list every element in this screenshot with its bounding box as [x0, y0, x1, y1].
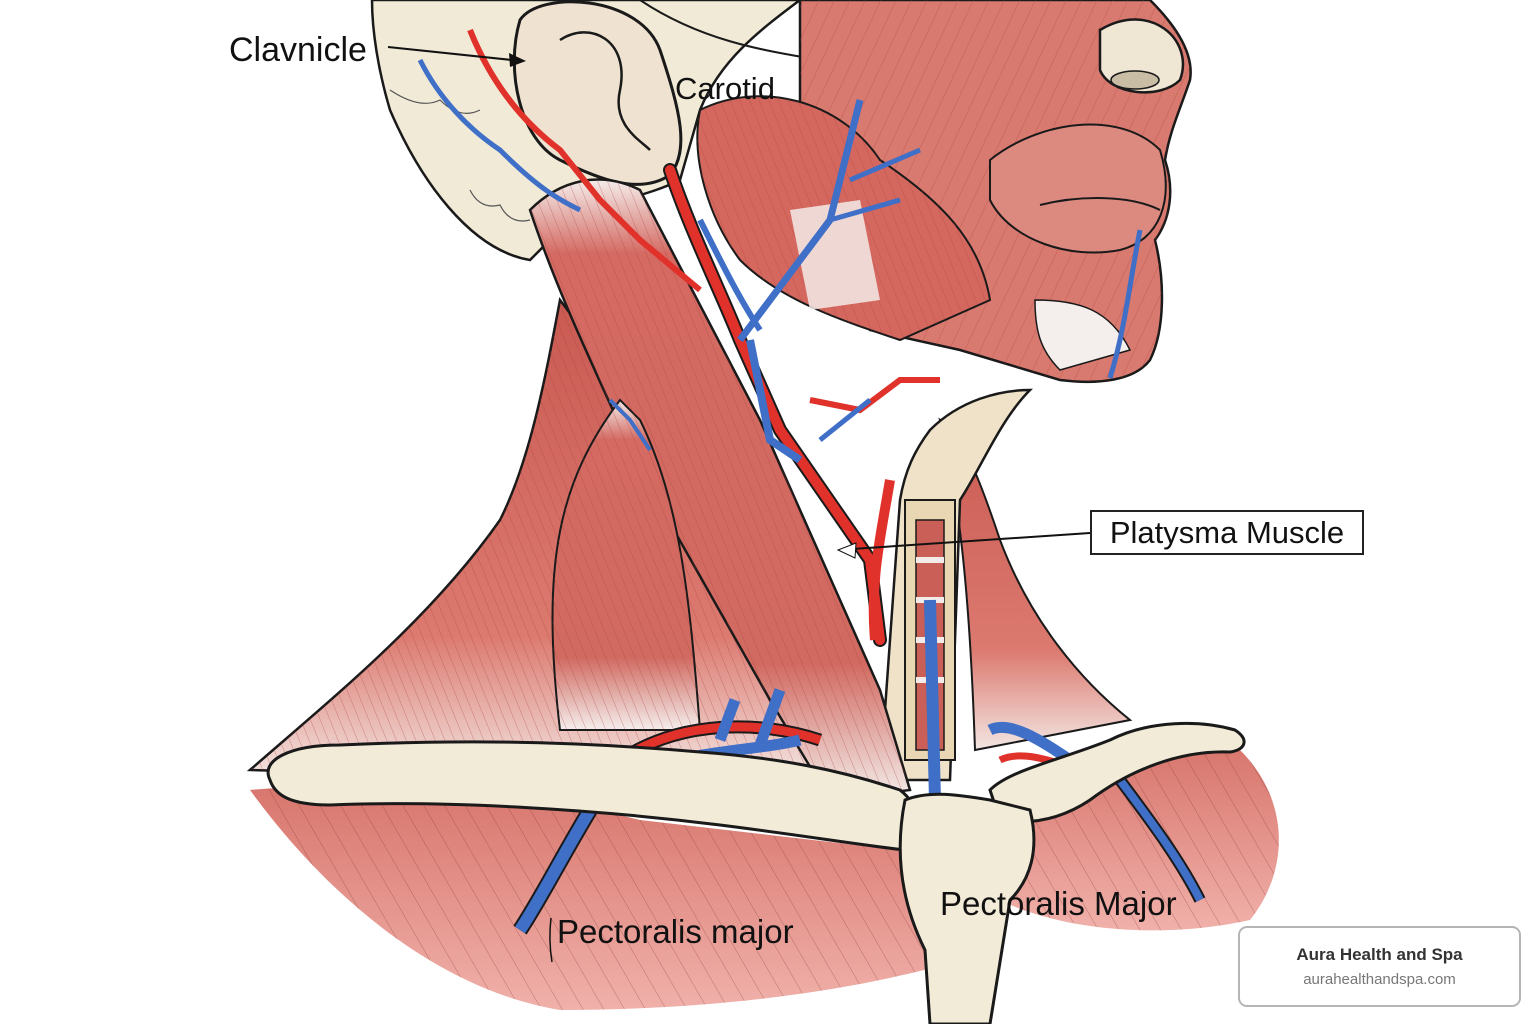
label-pectoralis-major-left: Pectoralis major	[557, 913, 794, 950]
brand-url: aurahealthandspa.com	[1303, 971, 1456, 988]
sternocleidomastoid-muscle	[528, 178, 912, 802]
label-pectoralis-major-right: Pectoralis Major	[940, 885, 1177, 922]
ear	[512, 0, 683, 186]
label-platysma-text: Platysma Muscle	[1109, 515, 1345, 550]
brand-name: Aura Health and Spa	[1296, 945, 1463, 964]
pectoralis-major-left	[250, 786, 960, 1010]
label-platysma-muscle: Platysma Muscle	[1090, 510, 1364, 555]
label-leaders	[387, 46, 1091, 963]
brand-watermark-card: Aura Health and Spa aurahealthandspa.com	[1238, 926, 1521, 1007]
label-clavicle: Clavnicle	[229, 31, 367, 69]
clavicle-bones	[266, 721, 1246, 1026]
label-carotid: Carotid	[675, 71, 775, 106]
